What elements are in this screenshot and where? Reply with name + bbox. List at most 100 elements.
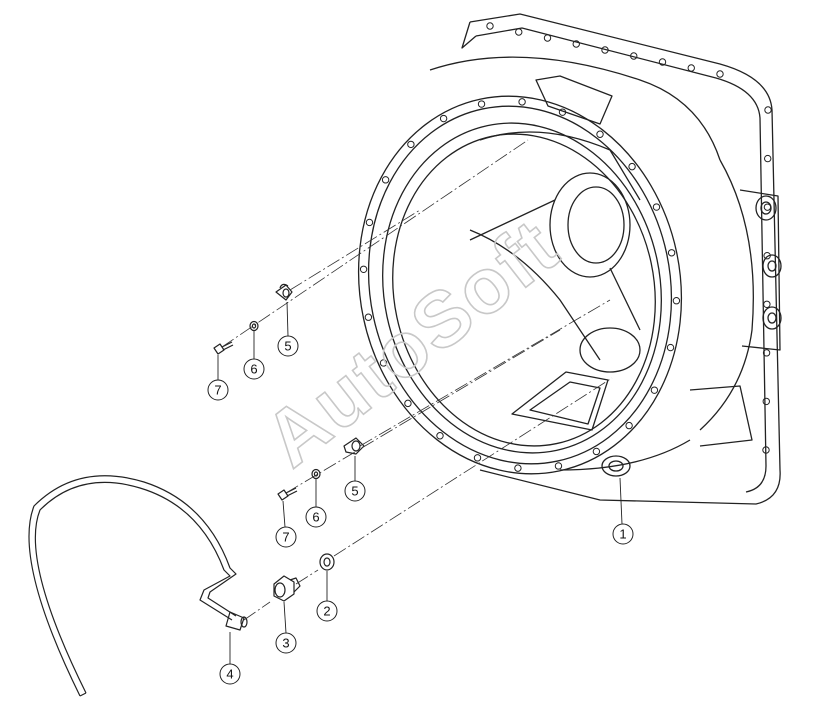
- bolt-hole: [628, 162, 636, 171]
- svg-text:2: 2: [323, 604, 330, 619]
- callout-2: 2: [316, 600, 338, 622]
- bolt-hole: [763, 203, 772, 211]
- callout-7-lower: 7: [275, 526, 297, 548]
- lock-washer-lower: [311, 468, 321, 480]
- bolt-hole: [764, 106, 772, 114]
- side-port-3: [762, 306, 782, 330]
- bolt-hole: [473, 454, 482, 462]
- bolt-hole: [658, 58, 667, 66]
- callout-6-lower: 6: [305, 506, 327, 528]
- svg-text:5: 5: [284, 339, 291, 354]
- bolt-hole: [439, 114, 448, 123]
- bolt-hole: [407, 140, 415, 149]
- housing-cone-right: [699, 159, 754, 431]
- svg-text:3: 3: [282, 636, 289, 651]
- union-fitting: [273, 575, 301, 602]
- bolt-hole: [514, 464, 522, 472]
- bolt-hole: [667, 249, 676, 257]
- bolt-lower: [277, 487, 298, 501]
- bell-ring-2: [367, 105, 673, 465]
- internal-rib-top: [479, 131, 641, 201]
- bolt-upper: [213, 341, 234, 355]
- housing-cone-bottom: [559, 439, 691, 471]
- bolt-hole: [572, 40, 580, 48]
- callout-4: 4: [219, 663, 241, 685]
- side-port-2-inner: [767, 260, 777, 272]
- side-port-3-inner: [767, 312, 777, 324]
- bolt-hole: [486, 22, 494, 30]
- callout-5-lower: 5: [344, 480, 366, 502]
- lower-bore: [579, 327, 641, 373]
- bolt-hole: [764, 154, 772, 163]
- transmission-housing: [357, 13, 782, 505]
- drain-port: [601, 455, 631, 477]
- svg-text:7: 7: [214, 383, 221, 398]
- callout-5-upper: 5: [277, 335, 299, 357]
- bolt-hole: [601, 46, 609, 54]
- central-bore-inner: [567, 186, 625, 264]
- bolt-hole: [592, 447, 601, 456]
- callout-1: 1: [612, 523, 634, 545]
- bolt-hole: [404, 399, 412, 408]
- bell-outer-ring: [357, 95, 683, 475]
- callout-6-upper: 6: [243, 358, 265, 380]
- housing-cone-top: [429, 56, 721, 161]
- svg-text:7: 7: [282, 530, 289, 545]
- bolt-hole: [687, 64, 695, 72]
- bolt-hole: [652, 203, 661, 211]
- drain-port-inner: [608, 460, 624, 472]
- lower-opening: [511, 371, 609, 431]
- bolt-hole: [558, 108, 567, 116]
- svg-text:1: 1: [619, 527, 626, 542]
- bolt-hole: [477, 100, 486, 108]
- bolt-hole: [364, 313, 373, 321]
- bolt-hole: [763, 300, 771, 308]
- bolt-hole: [365, 218, 374, 227]
- rear-flange-side: [461, 21, 477, 49]
- bolt-hole: [554, 462, 563, 470]
- pipe-clamp-upper: [275, 283, 293, 301]
- assembly-centerlines: [221, 139, 613, 621]
- svg-text:6: 6: [312, 510, 319, 525]
- callout-7-upper: 7: [207, 379, 229, 401]
- bolt-hole: [379, 359, 388, 367]
- upper-window: [535, 75, 613, 125]
- lower-rib: [689, 385, 753, 447]
- bolt-hole: [596, 130, 604, 138]
- bolt-hole: [359, 265, 368, 273]
- bolt-hole: [518, 98, 526, 106]
- internal-rib-left: [469, 229, 601, 361]
- svg-text:6: 6: [250, 362, 257, 377]
- side-port-1: [755, 195, 777, 221]
- callout-leaders: [217, 301, 623, 664]
- bolt-hole: [672, 297, 681, 305]
- bore-spoke-1: [469, 199, 556, 241]
- bolt-hole: [763, 252, 771, 260]
- sealing-washer: [319, 553, 335, 571]
- rear-flange-inner-edge: [475, 27, 767, 493]
- bolt-hole: [515, 28, 523, 36]
- lower-opening-inner: [529, 381, 601, 425]
- bolt-hole: [436, 432, 444, 440]
- bolt-hole: [762, 349, 771, 357]
- bolt-hole: [381, 176, 390, 184]
- bolt-hole: [762, 446, 770, 454]
- svg-text:5: 5: [351, 484, 358, 499]
- bolt-hole: [666, 343, 675, 352]
- bolt-hole: [625, 421, 633, 430]
- lock-washer-upper: [249, 320, 259, 332]
- bore-spoke-2: [609, 267, 641, 331]
- callout-bubbles: 1 2 3 4 5 5 6 6 7 7: [207, 335, 634, 685]
- bolt-hole: [543, 34, 552, 42]
- side-port-2: [762, 254, 782, 278]
- oil-pipe: [28, 475, 248, 697]
- central-bore: [549, 172, 631, 278]
- callout-3: 3: [275, 632, 297, 654]
- rear-mounting-flange: [469, 13, 781, 505]
- small-parts: [28, 283, 365, 697]
- bolt-hole: [716, 70, 724, 78]
- bolt-hole: [630, 52, 638, 60]
- flange-bolt-holes: [359, 22, 772, 472]
- bolt-hole: [762, 397, 770, 406]
